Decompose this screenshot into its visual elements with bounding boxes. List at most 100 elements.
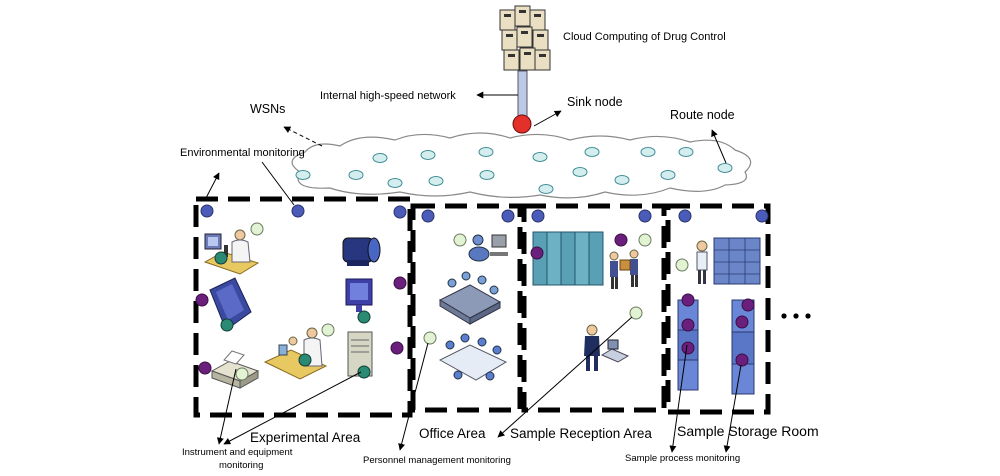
storage-rack-right-icon [731,299,755,395]
route-node-arrow [711,129,727,164]
wsns-arrow [283,126,323,147]
sensor-node-purple [735,353,749,367]
server-box [501,29,518,51]
route-node [428,176,444,186]
sample-reception-area-label: Sample Reception Area [510,426,652,441]
sensor-node-green [250,222,264,236]
motor-icon [342,237,381,266]
sensor-node-blue [200,204,214,218]
cabinet-icon [209,277,252,331]
sensor-node-purple [198,361,212,375]
route-node [584,147,600,157]
sensor-node-green [235,367,249,381]
people-carrying-box-icon [609,249,639,289]
route-node [660,170,676,180]
sensor-node-green [629,306,643,320]
personnel-monitoring-arrow [398,342,429,451]
instrument-monitoring-label-line2: monitoring [219,460,263,471]
instrument-monitoring-arrow [216,368,237,445]
server-stack-icon [499,5,551,71]
office-area-label: Office Area [419,426,486,441]
wsns-label: WSNs [250,102,285,116]
sensor-node-purple [681,293,695,307]
sensor-node-purple [530,246,544,260]
route-node [572,167,588,177]
route-node [478,147,494,157]
sensor-node-teal [214,251,228,265]
sensor-node-purple [393,276,407,290]
personnel-monitoring-label: Personnel management monitoring [363,455,511,466]
route-node [640,147,656,157]
personnel-monitoring-arrow [497,316,633,438]
storage-attendant-cabinet-icon [696,237,761,285]
microscope-scientist-icon [203,229,260,275]
route-node [479,170,495,180]
route-node-label: Route node [670,108,735,122]
server-box [503,49,520,71]
sensor-node-purple [390,341,404,355]
sensor-node-teal [298,353,312,367]
printer-icon [210,350,260,389]
server-box [516,26,533,48]
office-worker-computer-icon [468,234,508,262]
route-node [372,153,388,163]
sample-process-monitoring-arrow [723,364,742,453]
sensor-node-blue [501,209,515,223]
server-box [514,5,531,27]
sample-process-monitoring-arrow [669,344,688,453]
instrument-monitoring-label: Instrument and equipment [182,447,293,458]
experimental-area-boundary [193,196,413,418]
reception-clerk-desk-icon [584,324,630,371]
sample-reception-area-boundary [521,203,667,413]
conference-group-icon [438,271,502,325]
sensor-node-green [675,258,689,272]
cloud-computing-label: Cloud Computing of Drug Control [563,31,726,43]
instrument-monitoring-arrow [223,371,362,445]
server-box [532,29,549,51]
environmental-monitoring-line [261,161,295,206]
sensor-nodes [195,204,769,381]
sink-node-arrow [533,110,562,127]
sensor-node-blue [421,209,435,223]
route-node [348,170,364,180]
wsn-cloud [291,132,752,199]
route-node [678,147,694,157]
environmental-monitoring-arrow [205,172,220,199]
sensor-node-purple [195,293,209,307]
sample-storage-room-label: Sample Storage Room [677,423,819,439]
route-node [614,175,630,185]
internal-network-label: Internal high-speed network [320,90,456,102]
sensor-node-teal [357,310,371,324]
sensor-node-green [453,233,467,247]
sink-node [512,114,532,134]
sensor-node-purple [741,298,755,312]
server-slots [504,10,546,57]
route-node [538,184,554,194]
sample-process-monitoring-label: Sample process monitoring [625,453,740,464]
sensor-node-green [638,233,652,247]
route-node [532,152,548,162]
sensor-node-blue [393,205,407,219]
experimental-area-label: Experimental Area [250,430,361,445]
sensor-node-purple [681,318,695,332]
route-node [295,170,311,180]
sensor-node-purple [614,233,628,247]
internal-network-pipe [517,70,528,118]
sensor-node-green [321,323,335,337]
monitor-icon [345,278,373,312]
server-box [534,49,551,71]
sensor-node-blue [678,209,692,223]
route-nodes [295,147,733,194]
sensor-node-teal [357,365,371,379]
route-node [387,178,403,188]
sensor-node-blue [291,204,305,218]
sink-node-label: Sink node [567,95,623,109]
server-box [499,9,516,31]
meeting-table-icon [438,333,508,381]
server-box [519,47,536,71]
sensor-node-green [423,331,437,345]
route-node [717,163,733,173]
sensor-node-blue [755,209,769,223]
office-area-boundary [410,203,523,413]
